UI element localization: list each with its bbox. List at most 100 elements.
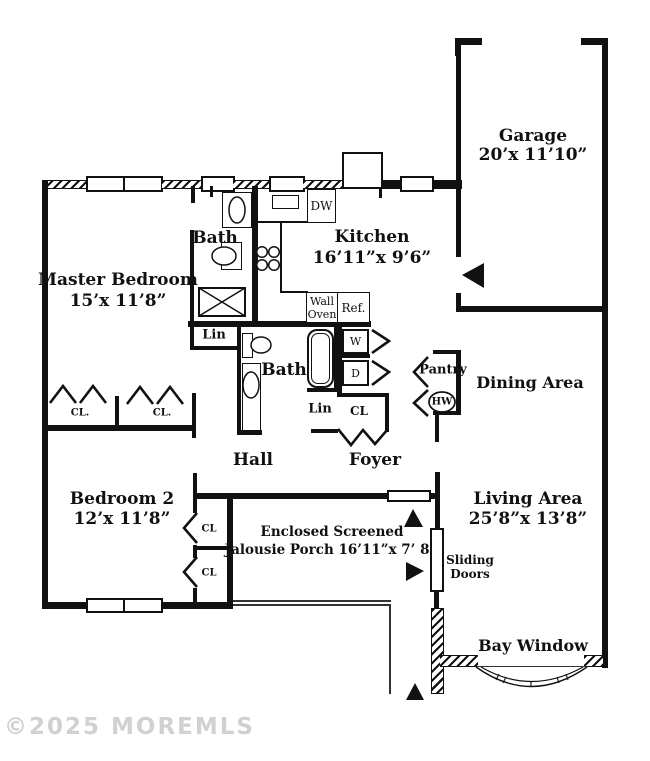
window xyxy=(400,176,434,192)
master-closet-end xyxy=(192,393,196,438)
master-closet-bottom xyxy=(42,425,196,431)
wall-left-exterior xyxy=(42,180,48,609)
door-jamb xyxy=(210,186,213,197)
wall-foyer-living xyxy=(435,472,440,528)
room-label-bath-hall: Bath xyxy=(261,360,307,381)
wall-segment xyxy=(193,473,197,499)
wall-segment xyxy=(193,545,197,558)
pantry-top-wall xyxy=(433,350,460,354)
wall-segment xyxy=(584,655,603,667)
bed2-closet-door xyxy=(182,512,198,544)
window xyxy=(86,176,125,192)
front-door-window xyxy=(387,490,431,502)
burner xyxy=(255,245,269,259)
counter-edge xyxy=(258,221,309,223)
bay-window-outer-arc xyxy=(475,666,588,688)
room-label-living: Living Area xyxy=(473,489,583,510)
dishwasher: DW xyxy=(307,189,336,223)
window xyxy=(201,176,235,192)
wall-masterbath-left xyxy=(190,230,194,350)
toilet-master xyxy=(222,192,252,228)
dishwasher-label: DW xyxy=(310,199,333,213)
room-label-kitchen: Kitchen xyxy=(334,227,410,248)
wall-segment xyxy=(432,180,462,189)
wall-laundry-divider xyxy=(338,354,370,358)
room-label-bedroom2: Bedroom 2 xyxy=(69,489,175,510)
arrow-up-icon xyxy=(406,683,424,700)
wall-segment xyxy=(193,588,197,606)
vanity-hall xyxy=(242,363,261,431)
burner xyxy=(267,245,281,259)
furnace-box xyxy=(342,152,383,189)
closet-label: CL xyxy=(201,523,217,535)
bed2-closet-door xyxy=(182,556,198,588)
wall-hallbath-bottom xyxy=(237,430,262,435)
watermark: ©2025 MOREMLS xyxy=(4,714,255,740)
counter-edge xyxy=(280,291,308,293)
room-dims-kitchen: 16’11”x 9’6” xyxy=(312,248,432,269)
hw-closet-door xyxy=(412,389,429,417)
toilet-bowl xyxy=(250,336,272,354)
foyer-closet-right xyxy=(385,393,389,432)
wall-oven-label: Wall Oven xyxy=(307,294,337,321)
closet-label: CL. xyxy=(70,407,90,419)
room-label-porch-line1: Enclosed Screened xyxy=(260,524,404,541)
wall-stub xyxy=(434,592,439,609)
porch-screen-wall xyxy=(233,600,391,602)
bay-window-label: Bay Window xyxy=(478,635,588,655)
door-jamb xyxy=(191,186,195,203)
window xyxy=(86,598,125,613)
washer-door xyxy=(371,328,392,355)
dryer: D xyxy=(342,360,369,386)
refrigerator: Ref. xyxy=(337,292,370,323)
washer: W xyxy=(342,329,369,354)
sliding-door xyxy=(430,528,444,592)
accordion-door xyxy=(155,384,185,405)
wall-hallbath-left xyxy=(237,321,241,434)
arrow-right-icon xyxy=(406,562,424,581)
room-dims-bedroom2: 12’x 11’8” xyxy=(73,509,171,530)
bay-window-mullions xyxy=(495,673,569,687)
accordion-door xyxy=(78,383,108,404)
garage-left-wall xyxy=(456,42,461,257)
bathtub xyxy=(307,329,334,388)
room-label-porch-line2: Jalousie Porch 16’11”x 7’ 8” xyxy=(224,542,438,559)
window xyxy=(123,176,163,192)
foyer-closet-top xyxy=(338,393,388,397)
linen2-closet-bottom xyxy=(311,429,338,433)
wall-mid-horizontal xyxy=(188,321,371,327)
walkway-edge xyxy=(389,604,391,694)
burner xyxy=(255,258,269,272)
hw-label: HW xyxy=(431,396,453,408)
wall-segment xyxy=(42,180,88,189)
dryer-label: D xyxy=(351,366,360,380)
burner xyxy=(267,258,281,272)
bay-window-inner-arc xyxy=(480,666,584,682)
toilet-tank-hall xyxy=(242,333,253,358)
closet-label: CL. xyxy=(152,407,172,419)
master-closet-divider xyxy=(115,396,119,425)
wall-segment xyxy=(440,655,478,667)
refrigerator-label: Ref. xyxy=(341,300,366,315)
room-label-dining: Dining Area xyxy=(476,372,584,392)
accordion-door xyxy=(125,384,155,405)
porch-screen-wall xyxy=(233,604,391,606)
garage-left-wall xyxy=(456,293,461,312)
bed2-closet-divider xyxy=(193,546,233,550)
window xyxy=(269,176,305,192)
linen-closet-label: Lin xyxy=(202,327,226,343)
linen-closet-wall xyxy=(194,346,237,350)
shower-stall xyxy=(198,287,246,317)
garage-top-wall xyxy=(455,38,482,45)
wall-segment xyxy=(162,180,203,189)
accordion-door xyxy=(48,383,78,404)
sliding-doors-label: Sliding Doors xyxy=(446,553,494,581)
room-dims-living: 25’8”x 13’8” xyxy=(468,509,588,530)
dryer-door xyxy=(371,359,392,387)
accordion-door xyxy=(336,427,389,448)
kitchen-sink xyxy=(272,195,299,209)
room-dims-master: 15’x 11’8” xyxy=(69,291,167,312)
counter-edge xyxy=(280,221,282,293)
pantry-bottom-wall xyxy=(433,411,461,415)
